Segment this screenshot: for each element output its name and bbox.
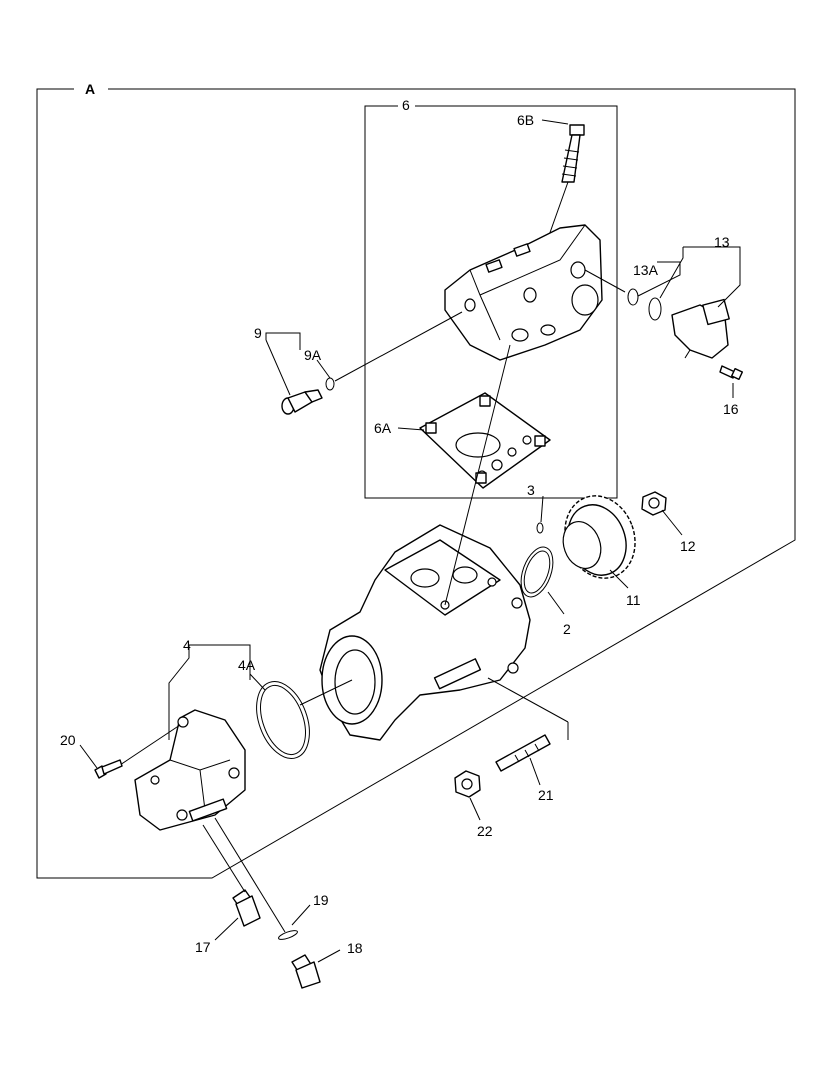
leader-lines — [79, 119, 741, 963]
callout-17: 17 — [195, 939, 211, 955]
callout-11: 11 — [626, 592, 641, 608]
o-ring-4a — [256, 679, 353, 759]
rear-cover-4 — [119, 709, 246, 831]
callout-22: 22 — [477, 823, 493, 839]
callout-13: 13 — [714, 234, 730, 250]
stud-21 — [487, 677, 569, 772]
fitting-18 — [291, 954, 321, 989]
fitting-17 — [202, 824, 261, 927]
callout-12: 12 — [680, 538, 696, 554]
callout-9: 9 — [254, 325, 262, 341]
callout-9a: 9A — [304, 347, 322, 363]
pump-housing — [319, 344, 531, 741]
callout-6b: 6B — [517, 112, 534, 128]
callout-16: 16 — [723, 401, 739, 417]
solenoid-13 — [584, 269, 730, 359]
callout-21: 21 — [538, 787, 554, 803]
callout-19: 19 — [313, 892, 329, 908]
o-ring-19 — [214, 817, 298, 940]
screw-16 — [719, 365, 744, 381]
gear-11 — [562, 495, 636, 579]
section-label-a: A — [85, 81, 95, 97]
outer-frame-a: A — [36, 81, 796, 879]
callout-4a: 4A — [238, 657, 256, 673]
callout-6a: 6A — [374, 420, 392, 436]
callout-3: 3 — [527, 482, 535, 498]
gasket-6a — [419, 392, 551, 489]
bolt-20 — [94, 759, 123, 779]
callout-labels: 6 6B 6A 13 13A 16 9 9A 3 12 11 2 4 4A 20… — [60, 97, 739, 956]
clip-3 — [536, 522, 544, 534]
fitting-9 — [281, 311, 463, 415]
callout-6: 6 — [402, 97, 410, 113]
callout-2: 2 — [563, 621, 571, 637]
nut-22 — [454, 770, 481, 798]
callout-18: 18 — [347, 940, 363, 956]
nut-12 — [641, 491, 667, 516]
callout-4: 4 — [183, 637, 191, 653]
valve-block-6 — [444, 224, 603, 361]
callout-20: 20 — [60, 732, 76, 748]
inner-frame-6 — [364, 105, 618, 499]
o-ring-2 — [520, 546, 554, 598]
callout-13a: 13A — [633, 262, 659, 278]
